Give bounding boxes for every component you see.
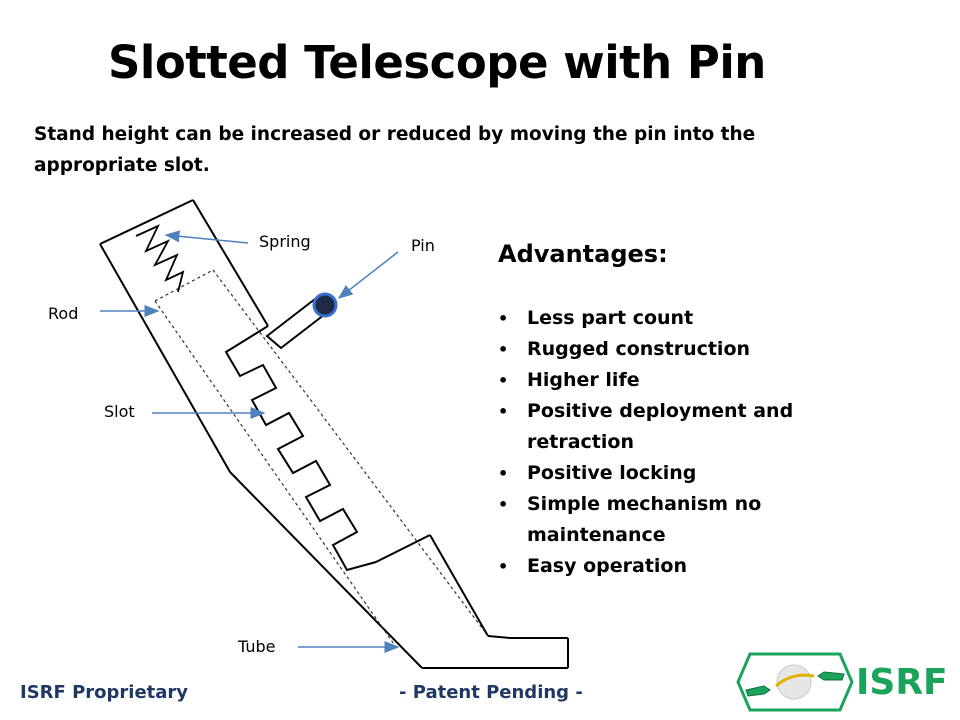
rod-outline	[154, 269, 489, 651]
advantage-item: •Rugged construction	[498, 334, 818, 365]
advantage-item: •Higher life	[498, 365, 818, 396]
advantage-item: •Simple mechanism no maintenance	[498, 489, 818, 551]
bullet-icon: •	[498, 557, 509, 576]
label-spring: Spring	[259, 232, 311, 251]
bullet-icon: •	[498, 309, 509, 328]
label-arrows	[100, 230, 400, 653]
left-hand-icon	[745, 685, 771, 697]
swoosh-icon	[775, 673, 815, 688]
footer-patent: - Patent Pending -	[399, 682, 583, 703]
bullet-icon: •	[498, 464, 509, 483]
pin-head	[312, 292, 338, 318]
isrf-logo: ISRF	[736, 652, 948, 712]
label-tube: Tube	[238, 637, 276, 656]
globe-icon	[776, 664, 812, 700]
advantages-list: •Less part count •Rugged construction •H…	[498, 303, 818, 582]
slot-path	[224, 325, 377, 572]
tube-outline	[99, 199, 569, 669]
logo-text: ISRF	[856, 662, 948, 703]
label-slot: Slot	[104, 402, 135, 421]
slide-subtitle: Stand height can be increased or reduced…	[34, 124, 756, 176]
label-pin: Pin	[411, 236, 435, 255]
label-rod: Rod	[48, 304, 79, 323]
advantage-item: •Positive deployment and retraction	[498, 396, 818, 458]
advantage-item: •Easy operation	[498, 551, 818, 582]
bullet-icon: •	[498, 371, 509, 390]
advantage-item: •Less part count	[498, 303, 818, 334]
bullet-icon: •	[498, 402, 509, 421]
spring	[135, 224, 185, 293]
advantage-item: •Positive locking	[498, 458, 818, 489]
advantages-heading: Advantages:	[498, 240, 668, 268]
footer-proprietary: ISRF Proprietary	[20, 682, 189, 703]
slide-title: Slotted Telescope with Pin	[108, 36, 766, 89]
right-hand-icon	[817, 671, 845, 681]
bullet-icon: •	[498, 340, 509, 359]
bullet-icon: •	[498, 495, 509, 514]
